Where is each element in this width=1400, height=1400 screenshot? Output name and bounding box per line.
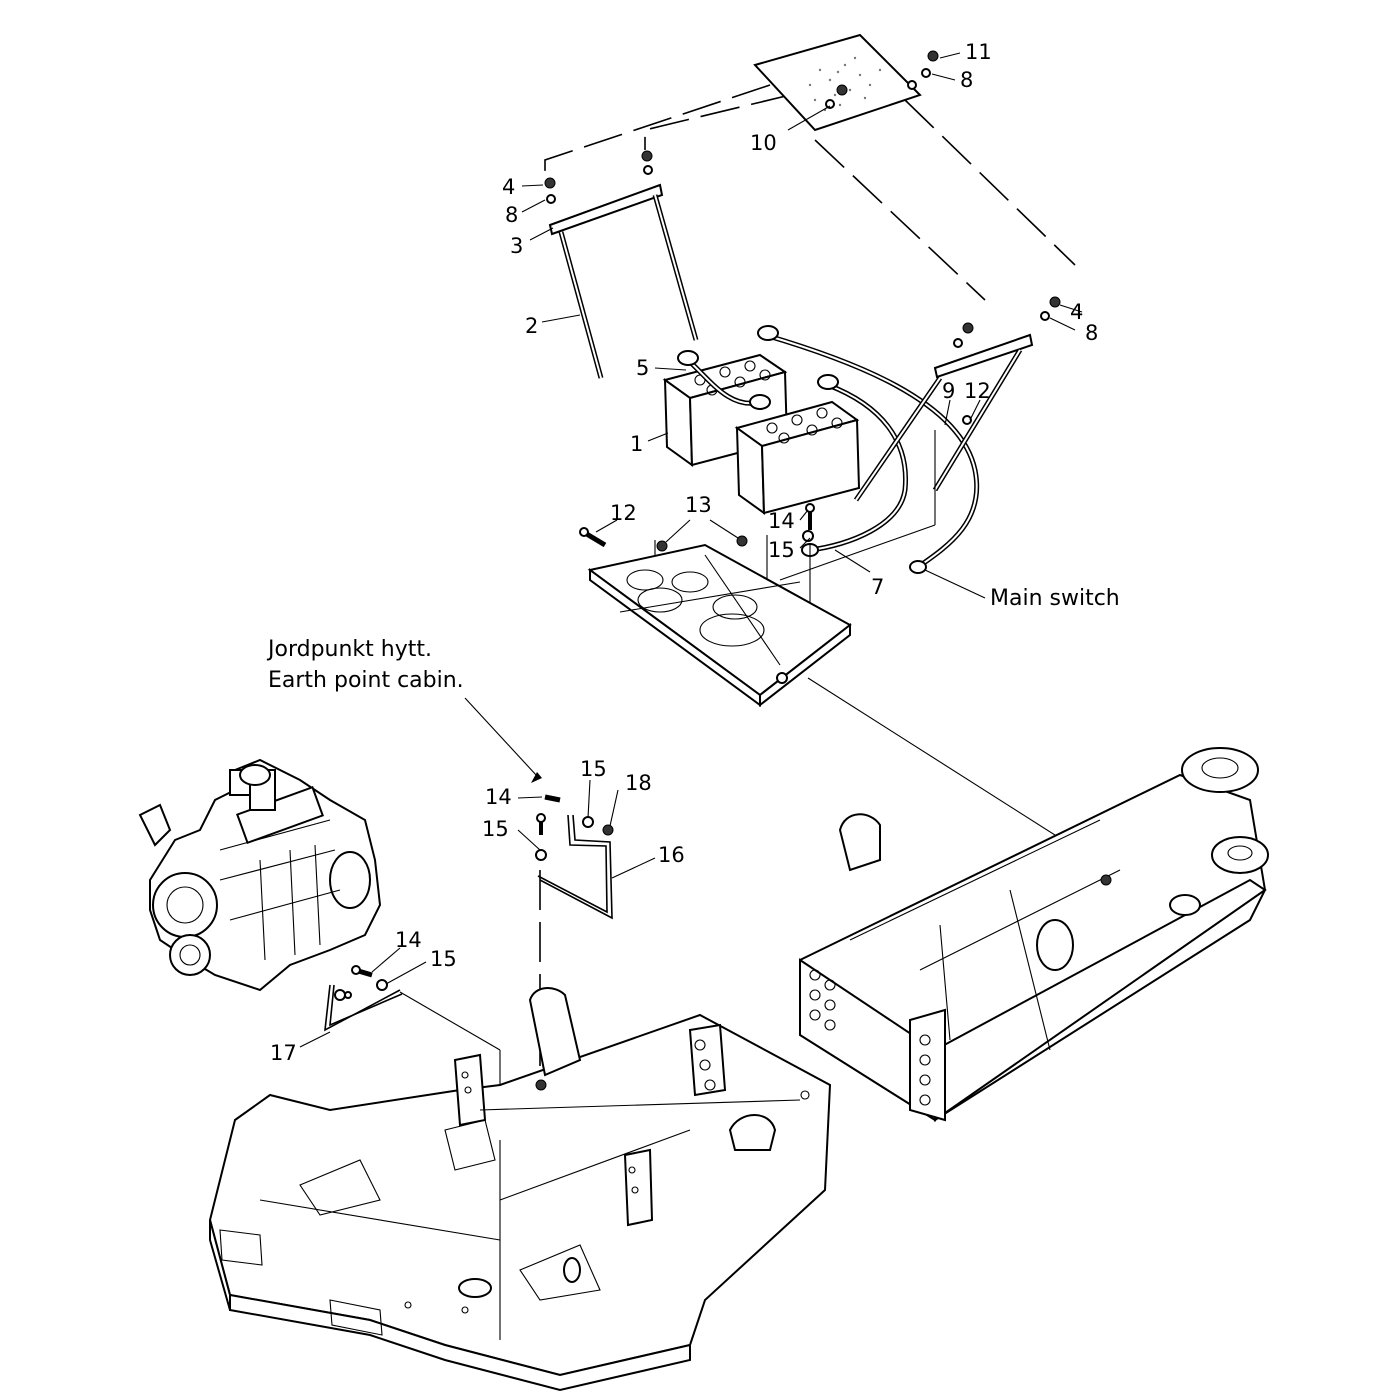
callout-10: 10 <box>750 131 777 155</box>
callout-12-right: 12 <box>964 379 991 403</box>
callout-18: 18 <box>625 771 652 795</box>
callout-14-top: 14 <box>768 509 795 533</box>
cover-texture <box>808 56 882 112</box>
washer-8-top <box>921 68 931 78</box>
front-frame <box>208 987 832 1392</box>
jumper-cable <box>677 350 771 410</box>
rear-frame-holes <box>809 969 931 1106</box>
earth-point-note-sv: Jordpunkt hytt. <box>266 637 432 662</box>
earth-point-note-en: Earth point cabin. <box>268 668 464 693</box>
callout-17: 17 <box>270 1041 297 1065</box>
hold-down-rods <box>558 194 699 379</box>
battery-clamp-right <box>779 296 1061 581</box>
front-frame-holes <box>404 1039 810 1314</box>
callout-leaders <box>299 52 1083 1048</box>
callout-labels: 11 8 10 4 8 3 2 5 1 4 8 9 12 12 13 14 15… <box>266 40 1120 1065</box>
callout-9: 9 <box>942 379 955 403</box>
callout-4-right: 4 <box>1070 300 1083 324</box>
callout-15-strap-lower: 15 <box>482 817 509 841</box>
callout-16: 16 <box>658 843 685 867</box>
callout-8-right: 8 <box>1085 321 1098 345</box>
callout-12-left: 12 <box>610 501 637 525</box>
callout-5: 5 <box>636 356 649 380</box>
callout-13: 13 <box>685 493 712 517</box>
callout-15-engine: 15 <box>430 947 457 971</box>
callout-7: 7 <box>871 575 884 599</box>
callout-11: 11 <box>965 40 992 64</box>
engine <box>138 758 382 992</box>
callout-15-top: 15 <box>768 538 795 562</box>
callout-14-strap: 14 <box>485 785 512 809</box>
battery-clamp-left <box>544 150 664 236</box>
engine-earth-strap <box>324 965 501 1090</box>
cabin-earth-strap <box>464 697 614 920</box>
nut-11 <box>927 50 939 62</box>
callout-8-top: 8 <box>960 68 973 92</box>
callout-2: 2 <box>525 314 538 338</box>
rear-frame <box>799 747 1269 1122</box>
tray-fasteners <box>579 503 815 640</box>
callout-15-strap: 15 <box>580 757 607 781</box>
main-cables <box>757 325 980 574</box>
callout-4-left: 4 <box>502 175 515 199</box>
callout-8-left: 8 <box>505 203 518 227</box>
main-switch-note: Main switch <box>990 586 1120 611</box>
battery-tray <box>587 543 852 708</box>
callout-3: 3 <box>510 234 523 258</box>
arrow-head <box>531 772 542 783</box>
callout-1: 1 <box>630 432 643 456</box>
battery-cover-plate <box>753 33 922 132</box>
callout-14-engine: 14 <box>395 928 422 952</box>
battery-front <box>734 400 861 515</box>
